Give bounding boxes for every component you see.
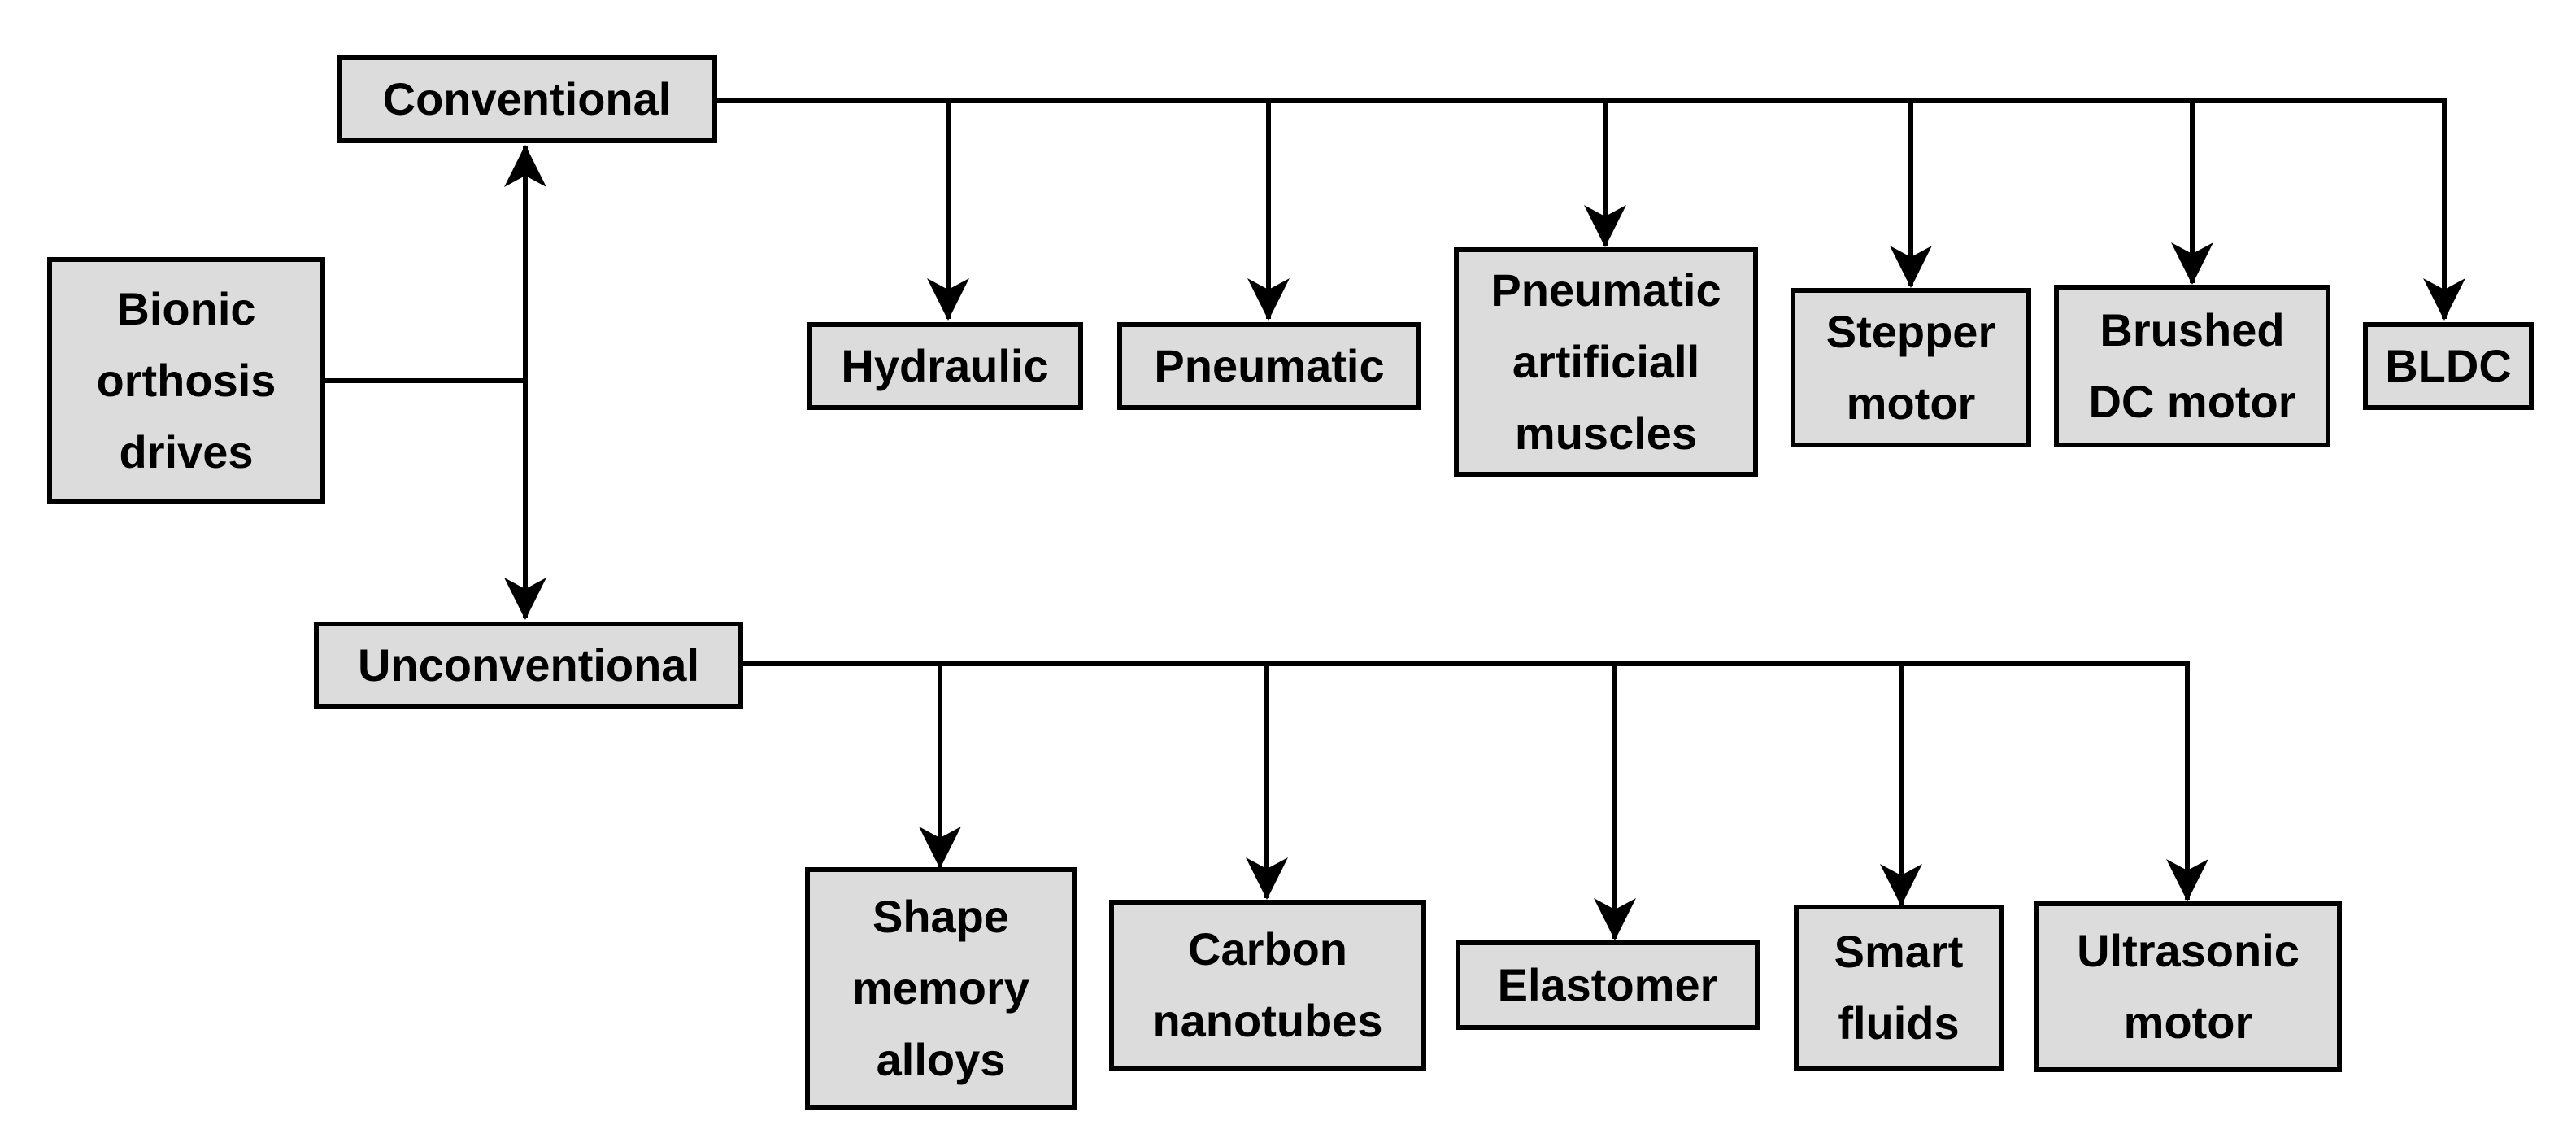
leaf-node-pneumatic-artificial-muscles: Pneumatic artificiall muscles: [1454, 247, 1758, 477]
category-label-conventional: Conventional: [382, 73, 672, 124]
root-node-bionic-orthosis-drives: Bionic orthosis drives: [47, 257, 325, 504]
leaf-node-ultrasonic-motor: Ultrasonic motor: [2034, 901, 2342, 1072]
category-node-conventional: Conventional: [337, 55, 717, 143]
leaf-node-stepper-motor: Stepper motor: [1791, 288, 2031, 447]
category-label-unconventional: Unconventional: [357, 639, 700, 691]
leaf-node-elastomer: Elastomer: [1456, 940, 1760, 1030]
leaf-label: Pneumatic: [1154, 340, 1385, 391]
leaf-label: Hydraulic: [841, 340, 1049, 391]
conventional-bus: [716, 98, 2447, 109]
root-node-label: Bionic orthosis drives: [96, 283, 276, 478]
unconventional-bus: [742, 661, 2190, 672]
leaf-node-carbon-nanotubes: Carbon nanotubes: [1109, 900, 1426, 1071]
leaf-node-bldc: BLDC: [2363, 322, 2534, 410]
leaf-node-brushed-dc-motor: Brushed DC motor: [2054, 285, 2330, 447]
leaf-node-pneumatic: Pneumatic: [1117, 322, 1421, 410]
leaf-label: Shape memory alloys: [852, 891, 1029, 1085]
leaf-label: Stepper motor: [1825, 306, 1996, 429]
leaf-node-shape-memory-alloys: Shape memory alloys: [805, 867, 1077, 1110]
leaf-label: Carbon nanotubes: [1152, 923, 1383, 1046]
leaf-label: Ultrasonic motor: [2077, 925, 2300, 1048]
leaf-label: Elastomer: [1497, 959, 1718, 1010]
leaf-label: Brushed DC motor: [2088, 304, 2296, 427]
leaf-node-smart-fluids: Smart fluids: [1794, 905, 2004, 1071]
category-node-unconventional: Unconventional: [314, 622, 743, 709]
leaf-label: Smart fluids: [1834, 926, 1964, 1049]
leaf-label: Pneumatic artificiall muscles: [1490, 264, 1721, 459]
leaf-label: BLDC: [2385, 340, 2512, 391]
leaf-node-hydraulic: Hydraulic: [807, 322, 1083, 410]
